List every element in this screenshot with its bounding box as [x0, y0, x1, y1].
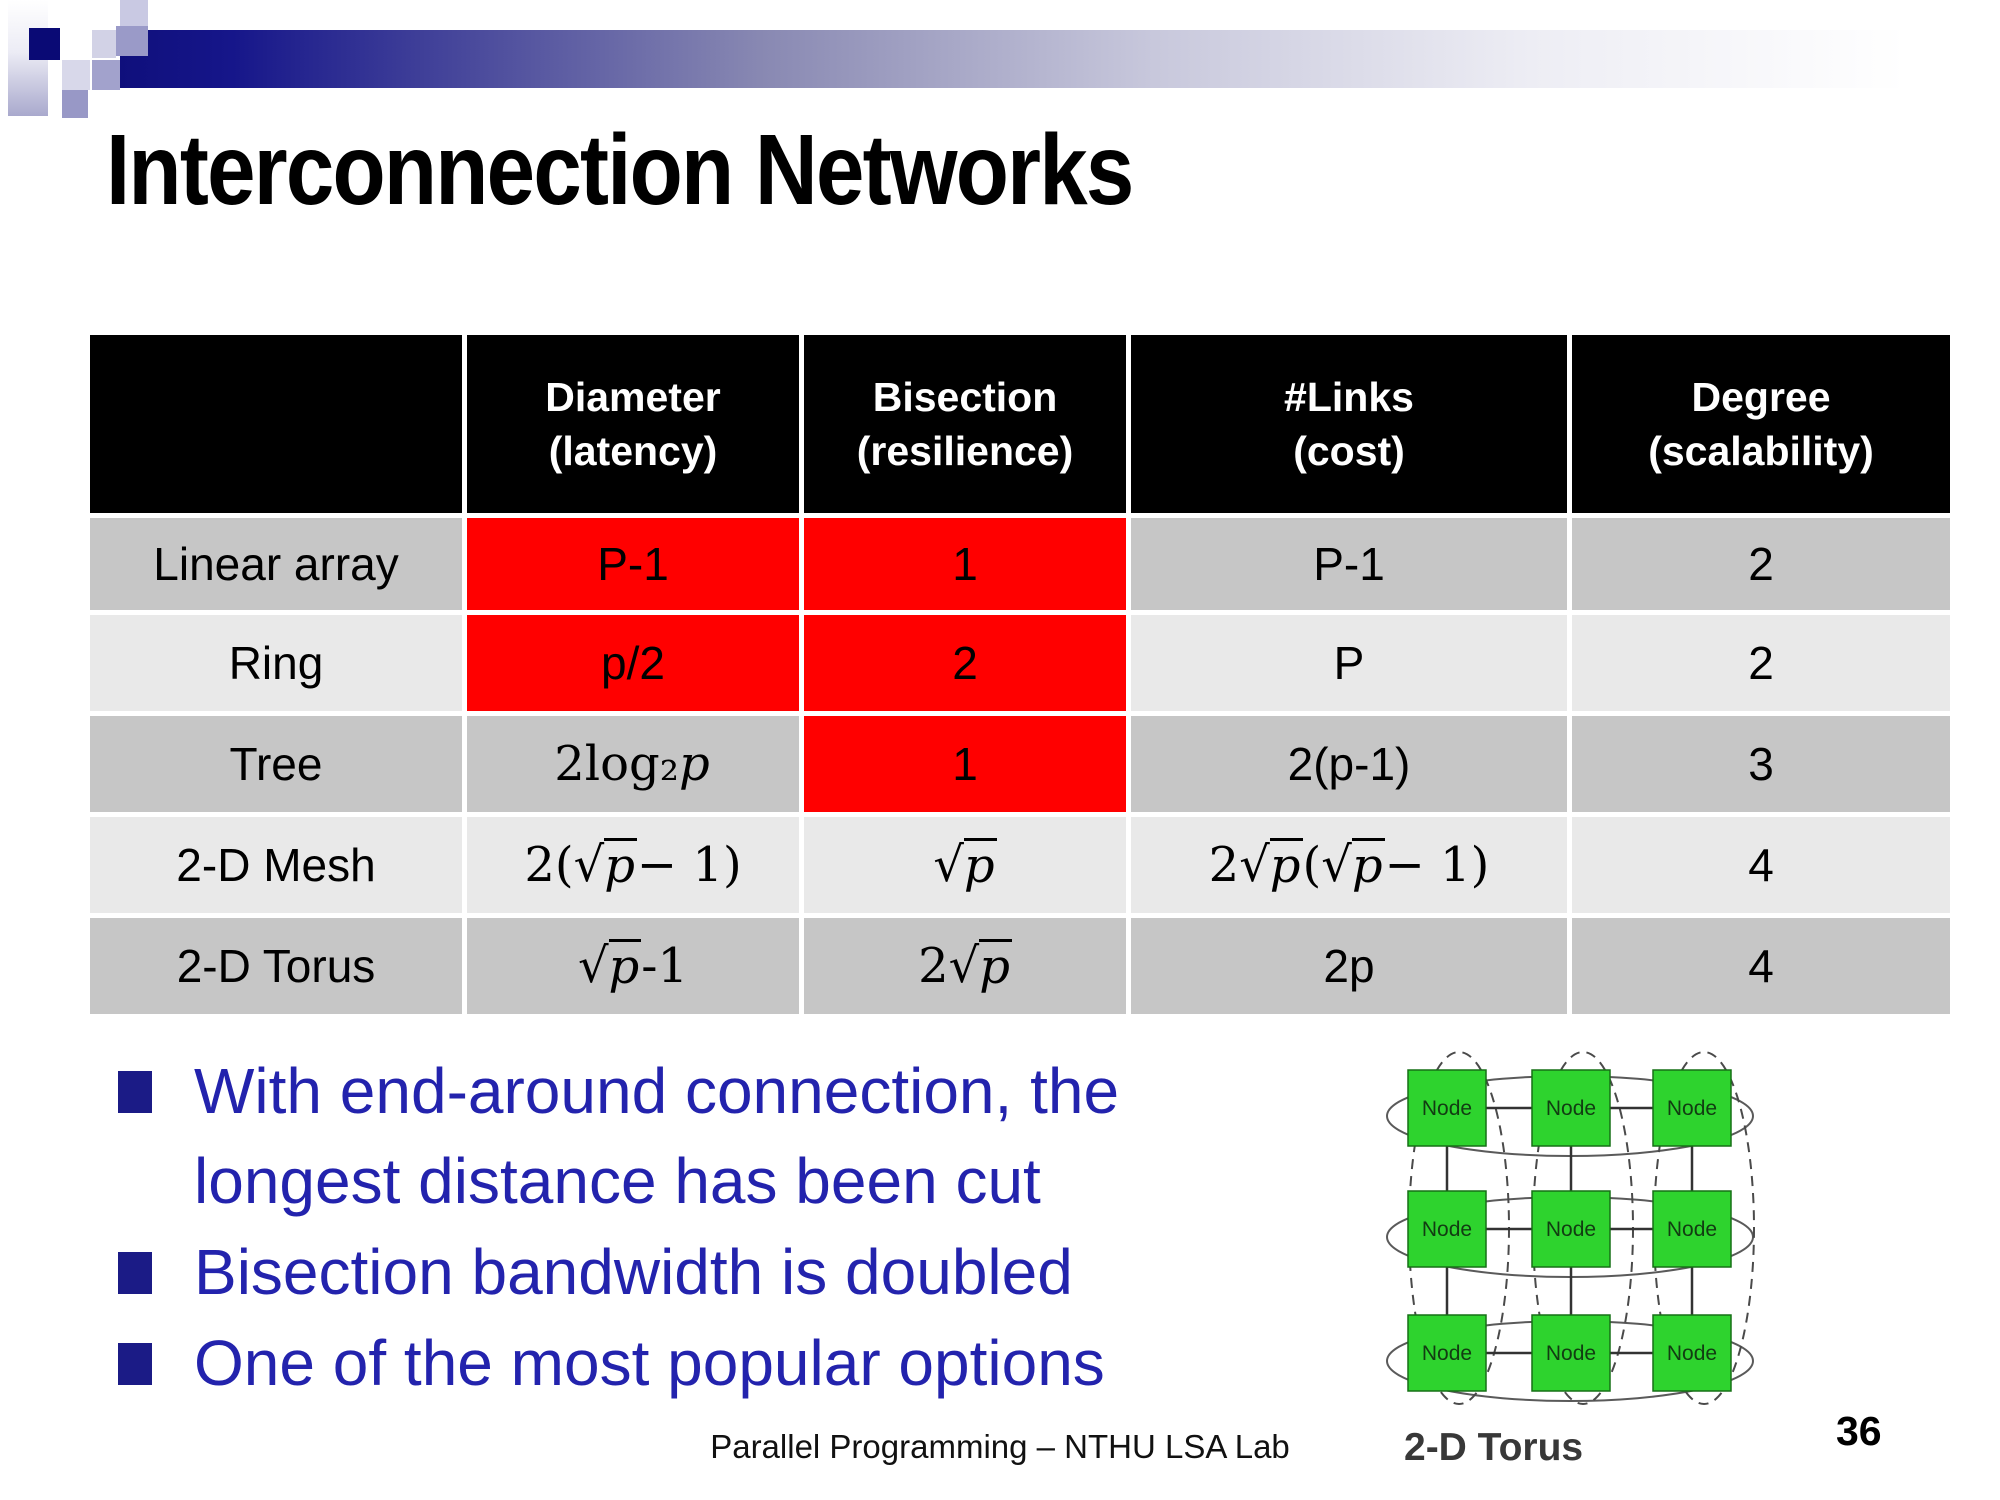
table-header-degree: Degree (scalability)	[1572, 335, 1950, 513]
deco-gradient-bar	[120, 30, 2000, 88]
row-label-2d-torus: 2-D Torus	[90, 918, 462, 1014]
cell-2d-mesh-bisection: √p	[804, 817, 1126, 913]
row-label-tree: Tree	[90, 716, 462, 812]
svg-text:Node: Node	[1667, 1218, 1717, 1241]
grid-links	[1445, 1106, 1694, 1355]
cell-2d-mesh-diameter: 2(√p − 1)	[467, 817, 799, 913]
svg-text:Node: Node	[1546, 1342, 1596, 1365]
cell-2d-torus-bisection: 2√p	[804, 918, 1126, 1014]
cell-ring-diameter: p/2	[467, 615, 799, 711]
cell-tree-diameter: 2log₂ p	[467, 716, 799, 812]
bullet-square-icon	[118, 1343, 152, 1385]
cell-2d-torus-diameter: √p-1	[467, 918, 799, 1014]
deco-square	[116, 26, 148, 56]
cell-2d-torus-degree: 4	[1572, 918, 1950, 1014]
deco-square	[29, 28, 60, 60]
list-item: With end-around connection, the longest …	[118, 1046, 1318, 1226]
cell-2d-mesh-degree: 4	[1572, 817, 1950, 913]
cell-tree-links: 2(p-1)	[1131, 716, 1567, 812]
page-title: Interconnection Networks	[106, 114, 1134, 226]
network-comparison-table: Diameter (latency) Bisection (resilience…	[90, 335, 1950, 1014]
cell-ring-links: P	[1131, 615, 1567, 711]
svg-text:Node: Node	[1667, 1342, 1717, 1365]
cell-linear-array-links: P-1	[1131, 518, 1567, 610]
svg-text:Node: Node	[1546, 1097, 1596, 1120]
row-label-2d-mesh: 2-D Mesh	[90, 817, 462, 913]
svg-text:Node: Node	[1422, 1097, 1472, 1120]
bullet-square-icon	[118, 1071, 152, 1113]
cell-ring-degree: 2	[1572, 615, 1950, 711]
table-header-links: #Links (cost)	[1131, 335, 1567, 513]
table-header-diameter: Diameter (latency)	[467, 335, 799, 513]
diagram-caption: 2-D Torus	[1404, 1426, 1584, 1469]
cell-linear-array-bisection: 1	[804, 518, 1126, 610]
svg-text:Node: Node	[1422, 1218, 1472, 1241]
deco-square	[62, 90, 88, 118]
cell-tree-bisection: 1	[804, 716, 1126, 812]
bullet-square-icon	[118, 1252, 152, 1294]
cell-tree-degree: 3	[1572, 716, 1950, 812]
deco-square	[120, 0, 148, 26]
cell-ring-bisection: 2	[804, 615, 1126, 711]
list-item: Bisection bandwidth is doubled	[118, 1227, 1318, 1317]
table-header-bisection: Bisection (resilience)	[804, 335, 1126, 513]
page-number: 36	[1836, 1408, 1882, 1454]
deco-square	[92, 60, 120, 90]
deco-square	[62, 60, 90, 90]
list-item: One of the most popular options	[118, 1318, 1318, 1408]
cell-2d-mesh-links: 2√p(√p − 1)	[1131, 817, 1567, 913]
table-header-empty	[90, 335, 462, 513]
cell-linear-array-diameter: P-1	[467, 518, 799, 610]
row-label-ring: Ring	[90, 615, 462, 711]
row-label-linear-array: Linear array	[90, 518, 462, 610]
cell-2d-torus-links: 2p	[1131, 918, 1567, 1014]
bullet-list: With end-around connection, the longest …	[118, 1046, 1318, 1409]
svg-text:Node: Node	[1546, 1218, 1596, 1241]
node-squares	[1407, 1069, 1732, 1392]
cell-linear-array-degree: 2	[1572, 518, 1950, 610]
footer-text: Parallel Programming – NTHU LSA Lab	[710, 1428, 1290, 1465]
svg-text:Node: Node	[1667, 1097, 1717, 1120]
svg-text:Node: Node	[1422, 1342, 1472, 1365]
deco-square	[92, 30, 116, 58]
